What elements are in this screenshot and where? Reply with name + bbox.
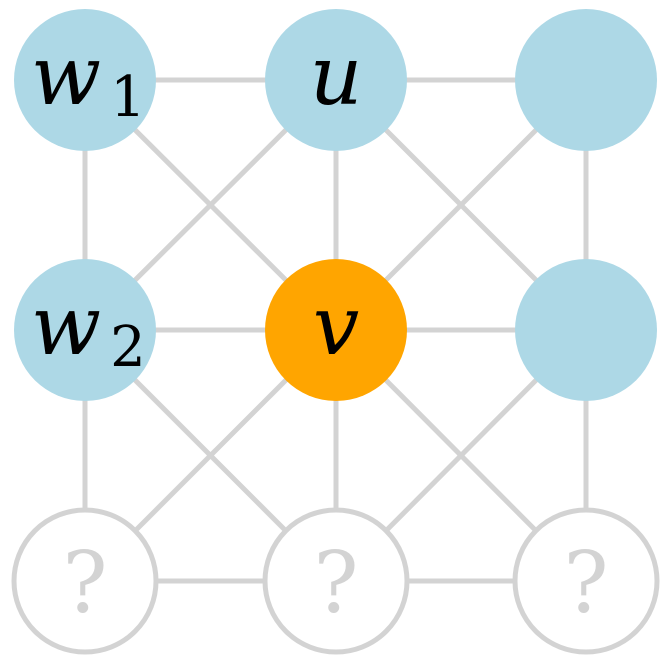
node-w2-subscript: 2 xyxy=(110,315,146,380)
node-top-right xyxy=(515,9,657,151)
node-v-circle xyxy=(265,259,407,401)
node-w1-circle xyxy=(14,9,156,151)
node-u: u xyxy=(265,9,407,151)
node-w2-circle xyxy=(14,259,156,401)
node-unknown-center: ? xyxy=(262,507,410,655)
node-unknown-right: ? xyxy=(512,507,660,655)
node-w1-subscript: 1 xyxy=(110,65,146,130)
node-v-label: v xyxy=(313,279,359,374)
node-v: v xyxy=(265,259,407,401)
node-mid-right-circle xyxy=(515,259,657,401)
node-unknown-left-circle xyxy=(11,507,159,655)
nodes: w 1 u w 2 v ? ? xyxy=(11,9,660,655)
node-unknown-right-label: ? xyxy=(563,534,608,632)
node-w2: w 2 xyxy=(14,259,156,401)
node-u-circle xyxy=(265,9,407,151)
node-unknown-left: ? xyxy=(11,507,159,655)
node-w1-label: w xyxy=(31,29,101,124)
node-unknown-left-label: ? xyxy=(62,534,107,632)
node-unknown-center-circle xyxy=(262,507,410,655)
node-unknown-right-circle xyxy=(512,507,660,655)
node-u-label: u xyxy=(310,29,363,124)
node-w2-label: w xyxy=(31,279,101,374)
node-top-right-circle xyxy=(515,9,657,151)
node-w1: w 1 xyxy=(14,9,156,151)
node-unknown-center-label: ? xyxy=(313,534,358,632)
node-mid-right xyxy=(515,259,657,401)
